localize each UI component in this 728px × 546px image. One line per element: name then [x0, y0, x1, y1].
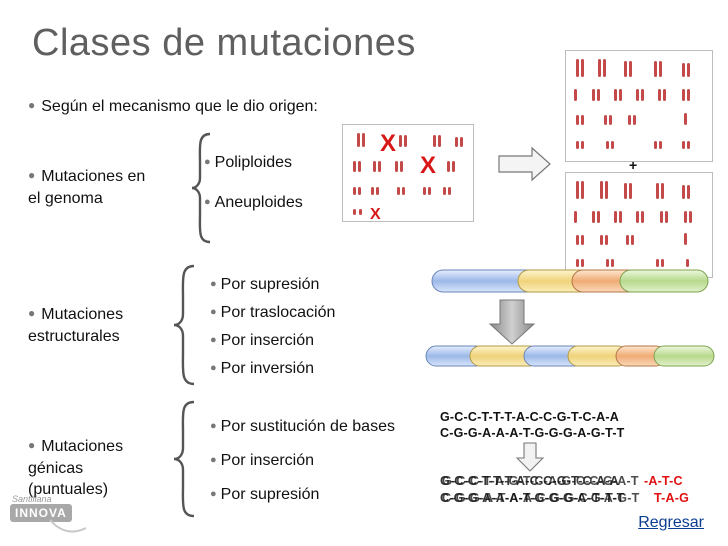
chromosome-segments-diagram: [425, 269, 715, 367]
karyotype-polyploid-bottom: [565, 172, 713, 278]
genome-item-aneuploid: ●Aneuploides: [204, 194, 303, 212]
bullet-dot-icon: ●: [204, 156, 211, 168]
intro-bullet: ● Según el mecanismo que le dio origen:: [28, 96, 318, 118]
genic-item-text: Por supresión: [220, 486, 320, 503]
logo-brand: INNOVA: [15, 506, 67, 520]
genome-label-text: Mutaciones en el genoma: [28, 168, 146, 207]
genome-group-label: ●Mutaciones en el genoma: [28, 166, 188, 209]
structural-item-text: Por inversión: [220, 360, 315, 377]
dna-mutated-bottom-red: T-A-G: [654, 491, 690, 505]
karyotype-aneuploid: [342, 124, 474, 222]
structural-item-deletion: ●Por supresión: [210, 276, 319, 294]
structural-item-text: Por supresión: [220, 276, 320, 293]
structural-item-insertion: ●Por inserción: [210, 332, 314, 350]
structural-label-text: Mutaciones estructurales: [28, 306, 124, 345]
chromosomes-icon: [353, 133, 463, 215]
genome-item-text: Aneuploides: [214, 194, 303, 211]
genic-item-deletion: ●Por supresión: [210, 486, 319, 504]
intro-text: Según el mecanismo que le dio origen:: [41, 98, 318, 115]
genic-group-label: ●Mutaciones génicas (puntuales): [28, 436, 188, 500]
bullet-dot-icon: ●: [204, 196, 211, 208]
page-title: Clases de mutaciones: [32, 22, 416, 64]
dna-mutated-top-a: G-C-C-T-T-T-A-C-C-G-T-C-A-A: [440, 474, 619, 488]
bullet-dot-icon: ●: [210, 306, 217, 318]
genome-item-text: Poliploides: [214, 154, 293, 171]
dna-mutated-top-b: G-C-C-T-A-G-T-C-A-G-C-C-G-A-T: [442, 474, 639, 488]
structural-item-inversion: ●Por inversión: [210, 360, 314, 378]
genic-item-text: Por inserción: [220, 452, 315, 469]
bullet-dot-icon: ●: [210, 362, 217, 374]
logo-brand-small: Santillana: [12, 494, 52, 504]
arrow-right-icon: [498, 146, 551, 182]
genic-brace-icon: [173, 400, 195, 518]
logo-swoosh-icon: [49, 519, 87, 533]
karyotype-plus-sign: +: [629, 157, 638, 173]
dna-original-bottom: C-G-G-A-A-A-T-G-G-G-A-G-T-T: [440, 426, 625, 440]
chromosomes-icon: [574, 59, 690, 149]
bullet-dot-icon: ●: [28, 306, 36, 320]
genic-item-insertion: ●Por inserción: [210, 452, 314, 470]
chromosome-x-mark-3: X: [370, 206, 381, 223]
genome-brace-icon: [191, 132, 211, 244]
bullet-dot-icon: ●: [210, 278, 217, 290]
back-link[interactable]: Regresar: [638, 514, 704, 531]
arrow-down-icon: [516, 442, 544, 472]
bullet-dot-icon: ●: [210, 334, 217, 346]
structural-brace-icon: [173, 264, 195, 386]
dna-mutated-bottom-b: C-G-G-A-T-A-A-C-G-G-C-T-A-G-T: [442, 491, 640, 505]
genic-label-text: Mutaciones génicas (puntuales): [28, 438, 124, 498]
logo-badge: INNOVA: [10, 504, 72, 522]
structural-group-label: ●Mutaciones estructurales: [28, 304, 188, 347]
karyotype-polyploid-top: [565, 50, 713, 162]
genic-item-substitution: ●Por sustitución de bases: [210, 418, 395, 436]
structural-item-text: Por traslocación: [220, 304, 336, 321]
chromosomes-icon: [574, 181, 692, 267]
structural-item-text: Por inserción: [220, 332, 315, 349]
bullet-dot-icon: ●: [28, 168, 36, 182]
chromosome-x-mark-2: X: [420, 152, 437, 179]
genome-item-polyploid: ●Poliploides: [204, 154, 292, 172]
dna-original-top: G-C-C-T-T-T-A-C-C-G-T-C-A-A: [440, 410, 619, 424]
bullet-dot-icon: ●: [210, 420, 217, 432]
structural-item-translocation: ●Por traslocación: [210, 304, 335, 322]
dna-mutated-bottom-a: C-G-G-A-A-A-T-G-G-G-A-G-T-T: [440, 491, 625, 505]
bullet-dot-icon: ●: [210, 488, 217, 500]
brand-logo: Santillana INNOVA: [8, 494, 98, 540]
dna-mutated-top-red: -A-T-C: [644, 474, 683, 488]
bullet-dot-icon: ●: [28, 438, 36, 452]
genic-item-text: Por sustitución de bases: [220, 418, 395, 435]
bullet-dot-icon: ●: [28, 98, 36, 112]
chromosome-x-mark-1: X: [380, 130, 397, 157]
bullet-dot-icon: ●: [210, 454, 217, 466]
